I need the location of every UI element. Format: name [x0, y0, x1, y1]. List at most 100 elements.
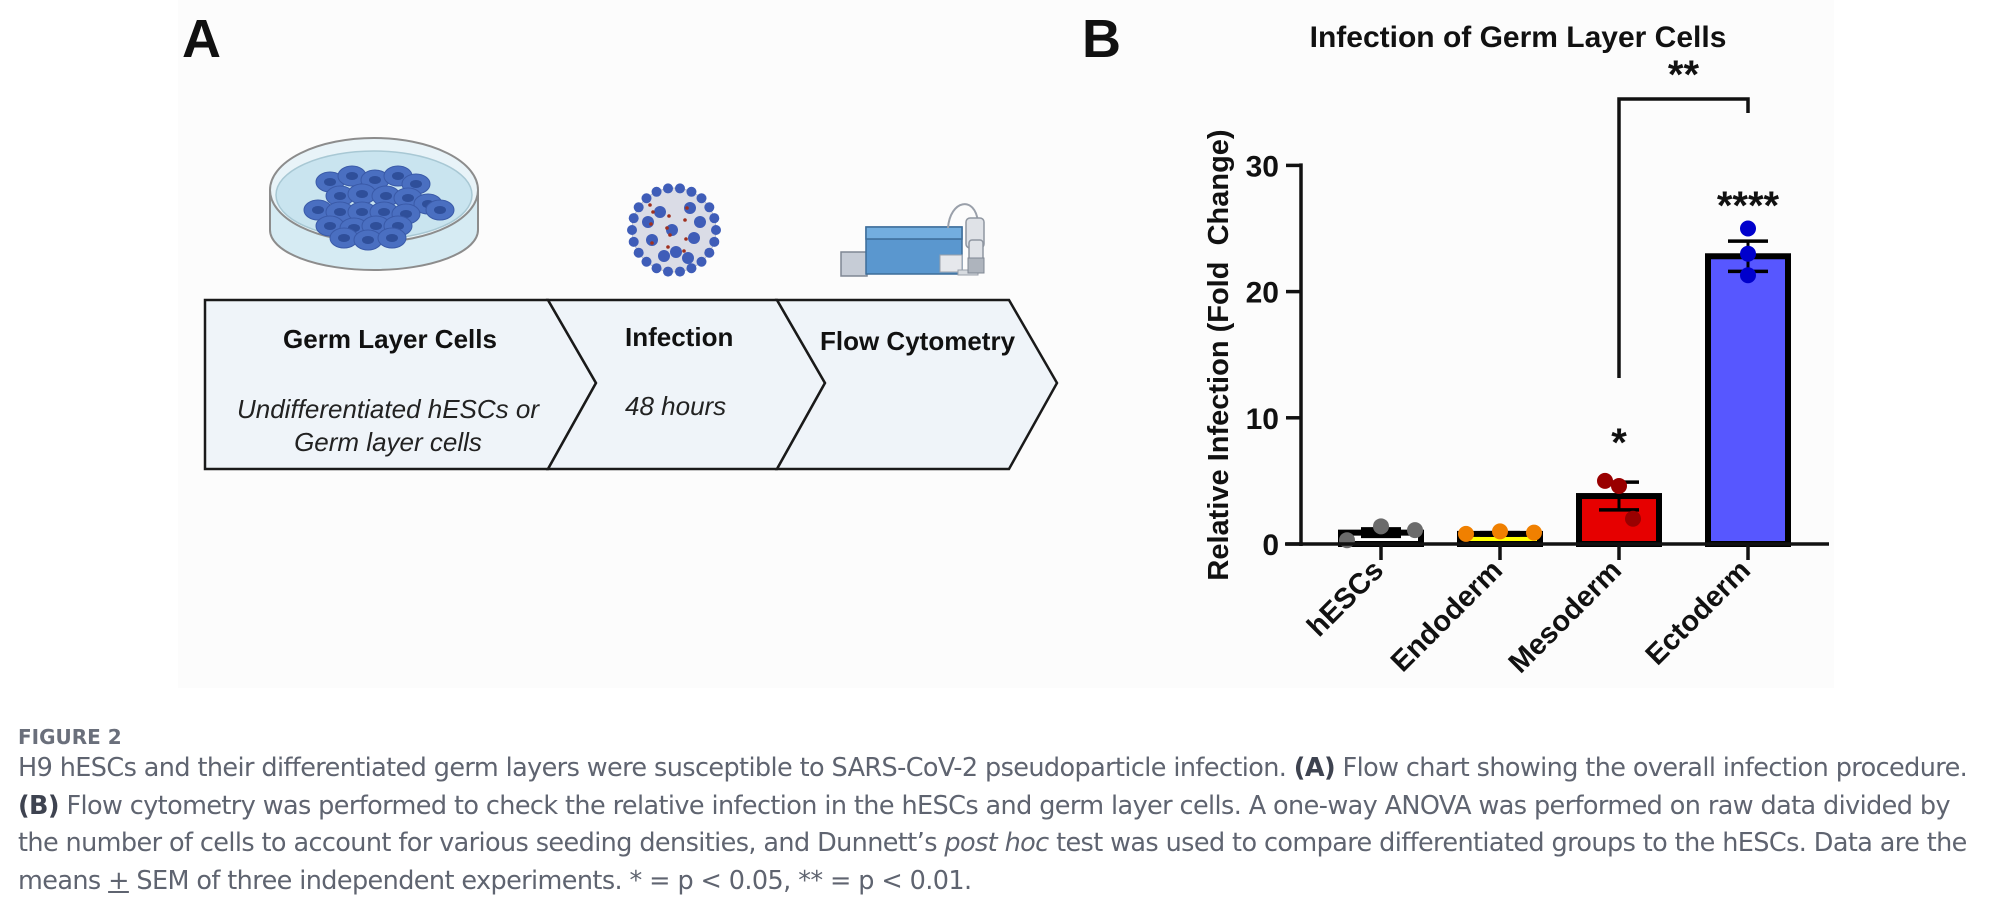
- cell-nucleus: [410, 180, 422, 188]
- spike: [663, 266, 674, 277]
- flow-cytometer-icon: [840, 203, 985, 277]
- cell-nucleus: [434, 206, 446, 214]
- cell-nucleus: [369, 176, 381, 184]
- spike: [658, 250, 670, 262]
- cell-nucleus: [356, 190, 368, 198]
- x-tick-label: Mesoderm: [1503, 554, 1628, 679]
- spike: [674, 266, 685, 277]
- spike: [711, 225, 721, 235]
- spike: [696, 256, 707, 267]
- protein-dot: [684, 237, 688, 241]
- bar-chart-panel-b: Infection of Germ Layer Cells Relative I…: [1203, 21, 1829, 680]
- protein-dot: [667, 214, 671, 218]
- data-point: [1611, 477, 1627, 494]
- petri-dish-icon: [269, 137, 479, 271]
- virus-icon: [627, 183, 721, 277]
- cell-nucleus: [370, 222, 382, 230]
- protein-dot: [649, 222, 653, 226]
- spike: [682, 252, 694, 264]
- spike: [651, 186, 662, 197]
- caption-segment: +: [108, 865, 129, 896]
- step-subtitle: Undifferentiated hESCs or: [237, 394, 540, 424]
- data-point: [1458, 525, 1474, 542]
- spike: [633, 247, 644, 258]
- flowchart-step-germ-layer-cells: Germ Layer Cells Undifferentiated hESCs …: [203, 298, 598, 471]
- y-axis-label: Relative Infection (Fold Change): [1203, 129, 1235, 580]
- significance-label: ****: [1717, 184, 1780, 228]
- bar-ectoderm: [1705, 253, 1791, 547]
- data-point: [1373, 518, 1389, 535]
- spike: [704, 247, 715, 258]
- spike: [688, 232, 700, 244]
- protein-dot: [682, 249, 686, 253]
- caption-panel-ref: (A): [1293, 753, 1336, 783]
- data-point: [1339, 532, 1355, 549]
- step-subtitle: 48 hours: [625, 391, 726, 421]
- figure-caption: FIGURE 2 H9 hESCs and their differentiat…: [18, 725, 1993, 900]
- data-point: [1597, 472, 1613, 489]
- caption-segment: H9 hESCs and their differentiated germ l…: [18, 753, 1294, 783]
- step-title: Flow Cytometry: [820, 326, 1016, 356]
- flowchart-panel-a: Germ Layer Cells Undifferentiated hESCs …: [203, 137, 1059, 471]
- figure-number: FIGURE 2: [18, 725, 122, 749]
- spike: [709, 213, 720, 224]
- x-tick-label: Ectoderm: [1640, 554, 1757, 671]
- caption-segment: test was used to compare differentiated …: [18, 828, 1967, 896]
- cell-nucleus: [334, 208, 346, 216]
- spike: [646, 234, 658, 246]
- cell-nucleus: [400, 210, 412, 218]
- spike: [684, 202, 696, 214]
- spike: [628, 236, 639, 247]
- spike: [694, 216, 706, 228]
- spike: [642, 216, 654, 228]
- cell-nucleus: [338, 234, 350, 242]
- data-point: [1740, 267, 1756, 284]
- cell-nucleus: [380, 192, 392, 200]
- spike: [704, 202, 715, 213]
- caption-text: H9 hESCs and their differentiated germ l…: [18, 750, 1993, 900]
- caption-segment: Flow cytometry was performed to check th…: [18, 790, 1951, 859]
- protein-dot: [650, 241, 654, 245]
- cell-nucleus: [334, 192, 346, 200]
- flowchart-step-infection: Infection 48 hours: [545, 298, 827, 471]
- significance-label: *: [1611, 421, 1627, 465]
- cell-nucleus: [356, 208, 368, 216]
- cell-nucleus: [386, 234, 398, 242]
- protein-dot: [648, 203, 652, 207]
- data-point: [1526, 524, 1542, 541]
- data-point: [1407, 522, 1423, 539]
- caption-panel-ref: (B): [18, 790, 60, 821]
- spike: [628, 213, 639, 224]
- step-title: Infection: [625, 322, 733, 352]
- comparison-bracket: [1617, 97, 1750, 378]
- step-title: Germ Layer Cells: [283, 324, 497, 354]
- spike: [696, 193, 707, 204]
- flowchart-step-flow-cytometry: Flow Cytometry: [774, 298, 1059, 471]
- data-point: [1740, 245, 1756, 262]
- protein-dot: [651, 210, 655, 214]
- spike: [709, 236, 720, 247]
- chart-title: Infection of Germ Layer Cells: [1310, 21, 1727, 54]
- protein-dot: [666, 245, 670, 249]
- data-point: [1740, 220, 1756, 237]
- caption-segment: Flow chart showing the overall infection…: [1335, 753, 1968, 783]
- spike: [686, 263, 697, 274]
- y-tick-label: 20: [1246, 277, 1279, 310]
- y-tick-label: 30: [1246, 150, 1279, 183]
- spike: [670, 246, 682, 258]
- cell-nucleus: [392, 172, 404, 180]
- step-subtitle: Germ layer cells: [294, 427, 482, 457]
- cell-nucleus: [324, 222, 336, 230]
- spike: [686, 186, 697, 197]
- spike: [651, 263, 662, 274]
- panel-b-label: B: [1082, 9, 1121, 69]
- spike: [633, 202, 644, 213]
- cell-nucleus: [362, 236, 374, 244]
- y-tick-label: 0: [1262, 529, 1279, 562]
- protein-dot: [665, 226, 669, 230]
- cell-nucleus: [312, 206, 324, 214]
- caption-segment: post hoc: [944, 828, 1049, 858]
- protein-dot: [685, 206, 689, 210]
- spike: [663, 183, 674, 194]
- x-tick-label: Endoderm: [1385, 554, 1509, 678]
